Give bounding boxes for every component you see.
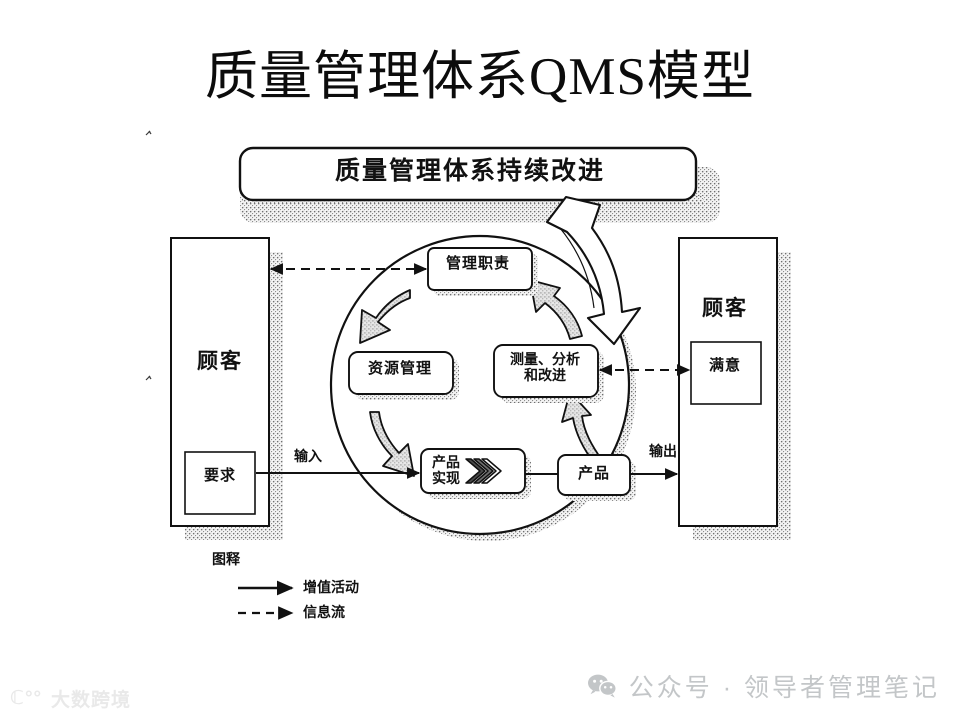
banner-continuous-improvement bbox=[238, 146, 720, 223]
satisfaction-box bbox=[690, 341, 762, 405]
node-management-responsibility bbox=[427, 247, 538, 296]
footer-text: 公众号 · 领导者管理笔记 bbox=[628, 674, 940, 702]
chevron-arrow-icon bbox=[465, 458, 502, 484]
node-product-realization bbox=[420, 448, 531, 499]
watermark-text: 大数跨境 bbox=[51, 690, 132, 711]
requirements-box bbox=[184, 451, 256, 515]
registration-ticks bbox=[145, 130, 152, 381]
product-box bbox=[557, 454, 636, 501]
watermark-logo-icon: ℂ°° bbox=[10, 687, 43, 709]
cycle-arrow-top-left bbox=[359, 289, 411, 344]
wechat-icon bbox=[587, 673, 617, 699]
node-resource-management bbox=[348, 351, 459, 400]
page-title: 质量管理体系QMS模型 bbox=[205, 48, 755, 106]
footer-account: 公众号 · 领导者管理笔记 bbox=[587, 668, 940, 704]
cycle-arrow-top-right bbox=[529, 279, 583, 340]
cycle-arrow-bottom-left bbox=[369, 411, 415, 477]
continuous-improvement-arrow bbox=[545, 195, 642, 346]
cycle-arrow-bottom-right bbox=[561, 391, 603, 465]
node-measurement-analysis-improvement bbox=[493, 344, 604, 403]
watermark-brand: ℂ°° 大数跨境 bbox=[10, 685, 131, 712]
